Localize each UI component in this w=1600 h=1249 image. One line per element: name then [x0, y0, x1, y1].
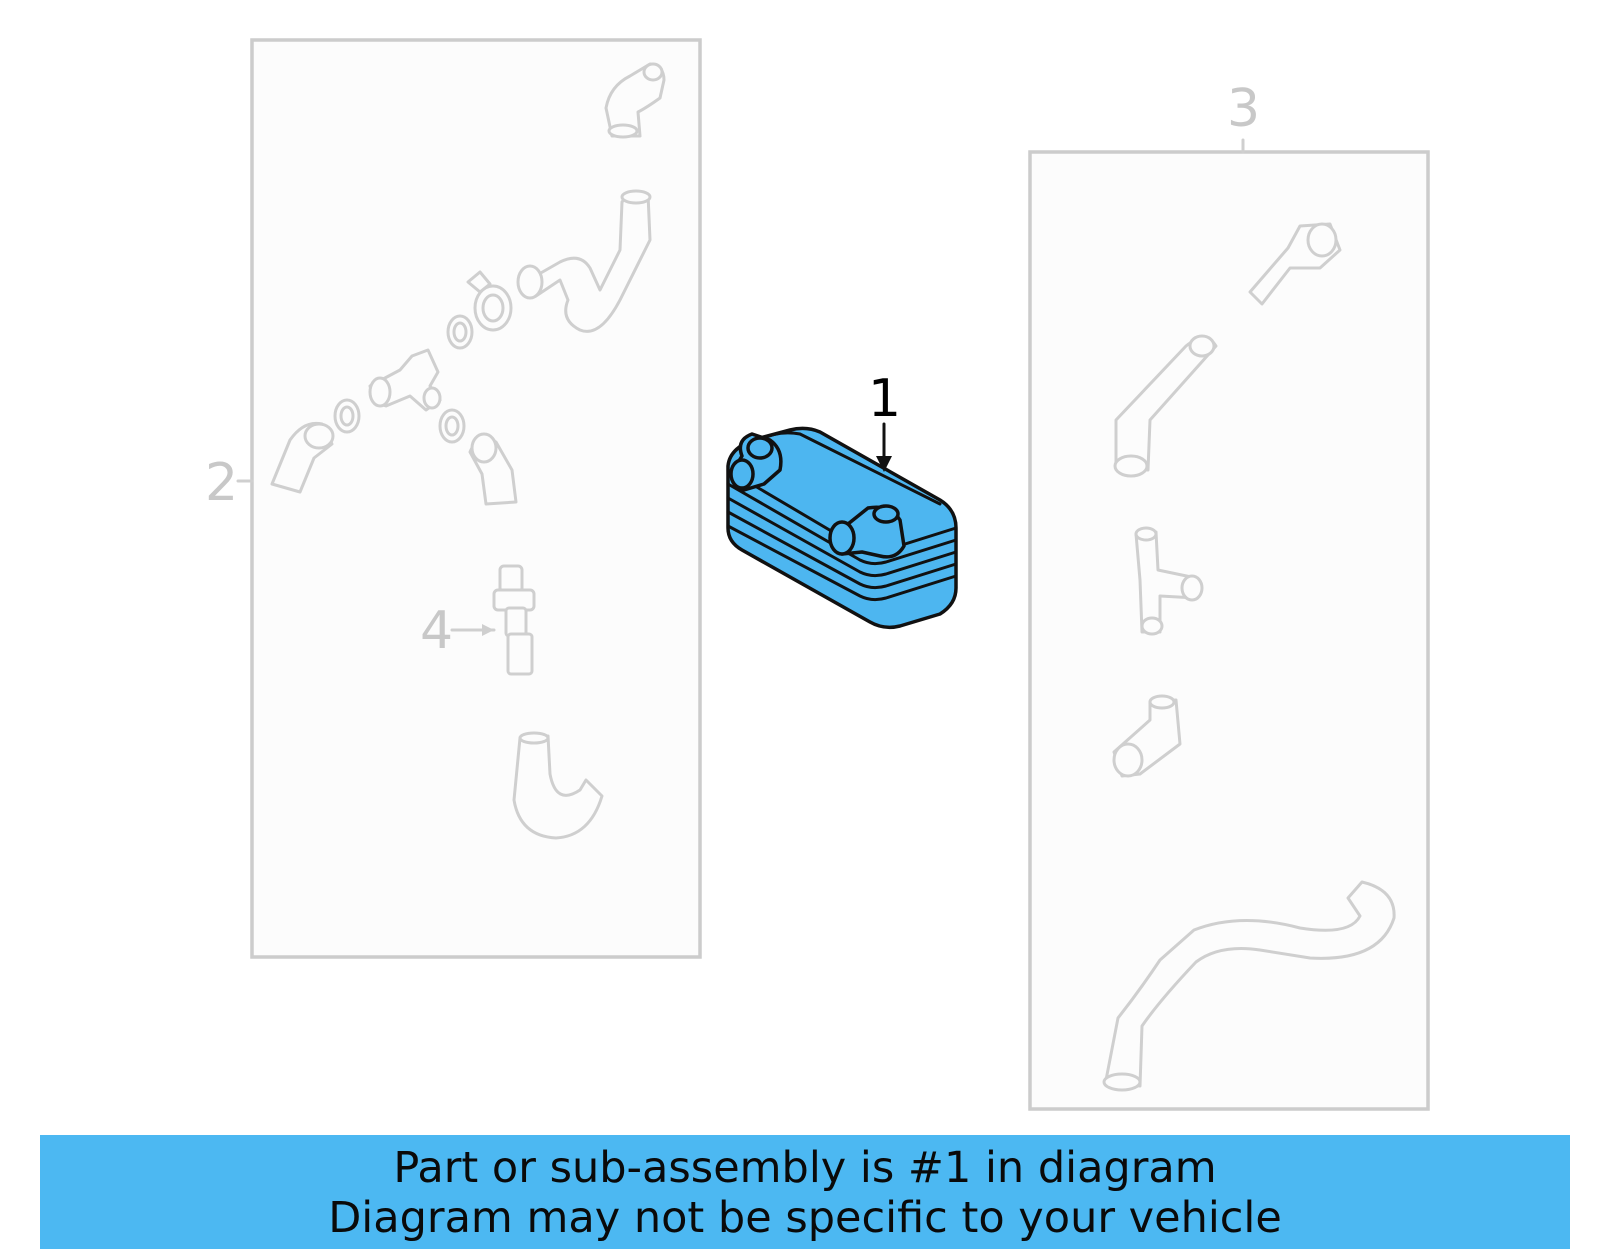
- coolant-hose-lower: [512, 731, 604, 840]
- check-valve: [492, 564, 536, 676]
- tee-fitting-right: [1134, 526, 1204, 636]
- oil-cooler-part: [726, 426, 958, 630]
- panel-group-3: [1028, 150, 1430, 1111]
- outlet-port-right: [828, 504, 906, 559]
- leader-arrow-1: [876, 456, 892, 472]
- coolant-hose-upper: [516, 189, 652, 333]
- banner-line-2: Diagram may not be specific to your vehi…: [328, 1193, 1282, 1243]
- o-ring-left: [333, 398, 361, 434]
- elbow-connector-top: [604, 62, 666, 139]
- info-banner: Part or sub-assembly is #1 in diagram Di…: [40, 1135, 1570, 1249]
- panel-group-2: [250, 38, 702, 959]
- callout-1: 1: [868, 369, 901, 429]
- hose-clamp: [466, 270, 513, 332]
- elbow-hose-right: [468, 432, 518, 506]
- o-ring-right: [438, 408, 466, 444]
- callout-3: 3: [1227, 79, 1260, 139]
- callout-2: 2: [205, 453, 238, 513]
- pipe-bend: [1113, 334, 1218, 478]
- quick-connector-top: [1248, 222, 1342, 306]
- inlet-port-left: [729, 432, 783, 492]
- callout-4: 4: [420, 601, 453, 661]
- o-ring-upper: [446, 314, 474, 350]
- banner-line-1: Part or sub-assembly is #1 in diagram: [393, 1143, 1217, 1193]
- elbow-hose-left: [270, 421, 335, 494]
- long-coolant-hose: [1102, 880, 1396, 1092]
- leader-arrow-4: [482, 624, 494, 636]
- elbow-fitting-right: [1112, 694, 1182, 778]
- tee-connector: [368, 348, 442, 412]
